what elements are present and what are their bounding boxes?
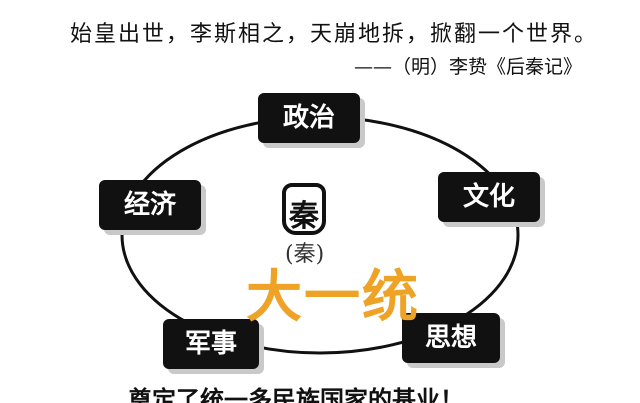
seal-label: (秦) xyxy=(285,242,325,267)
node-military: 军事 xyxy=(163,319,259,369)
center-title: 大一统 xyxy=(246,265,420,330)
seal-glyph: 秦 xyxy=(289,199,319,234)
node-culture: 文化 xyxy=(438,172,540,222)
node-economy: 经济 xyxy=(99,180,201,230)
node-politics: 政治 xyxy=(258,93,360,143)
quote-attribution: ——（明）李贽《后秦记》 xyxy=(353,56,582,78)
quote-text: 始皇出世，李斯相之，天崩地拆，掀翻一个世界。 xyxy=(70,22,599,47)
qin-seal: 秦 xyxy=(282,183,326,235)
footer-text: 奠定了统一多民族国家的基业！ xyxy=(128,385,464,403)
node-thought: 思想 xyxy=(402,313,500,363)
